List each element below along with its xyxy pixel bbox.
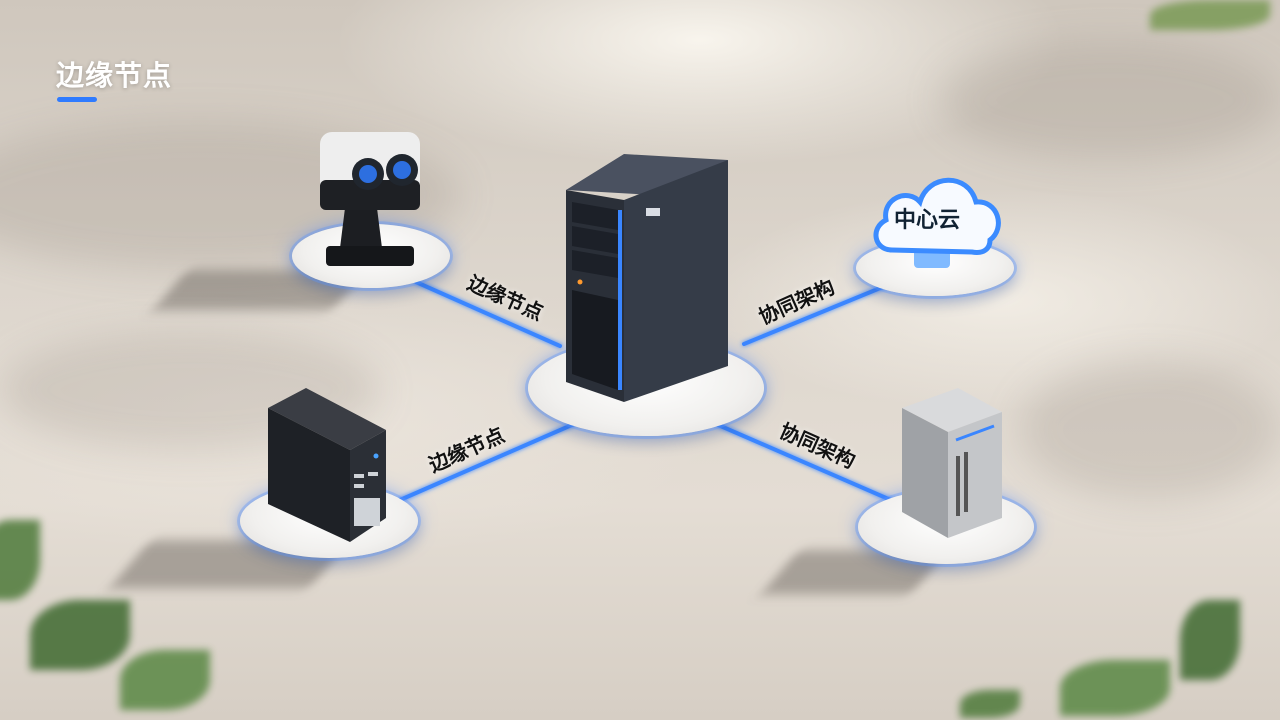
- nas-icon: [902, 388, 1002, 538]
- foliage-leaf: [1060, 660, 1170, 716]
- link-line-bottom-right: [714, 422, 902, 506]
- cloud-icon: [873, 177, 1001, 268]
- foliage-shadow: [940, 40, 1280, 160]
- foliage-shadow: [1020, 360, 1280, 500]
- server-icon: [566, 154, 728, 402]
- foliage-leaf: [960, 690, 1020, 718]
- mini-pc-icon: [268, 388, 386, 542]
- link-line-top-right: [742, 282, 892, 346]
- link-line-bottom-left: [398, 422, 576, 502]
- link-line-top-left: [414, 280, 562, 348]
- camera-icon: [320, 132, 420, 266]
- foliage-leaf: [1150, 0, 1270, 30]
- title-underline: [57, 97, 97, 102]
- foliage-leaf: [30, 600, 130, 670]
- foliage-leaf: [120, 650, 210, 710]
- cloud-label: 中心云: [894, 208, 961, 233]
- page-title: 边缘节点: [56, 59, 173, 92]
- foliage-leaf: [1180, 600, 1240, 680]
